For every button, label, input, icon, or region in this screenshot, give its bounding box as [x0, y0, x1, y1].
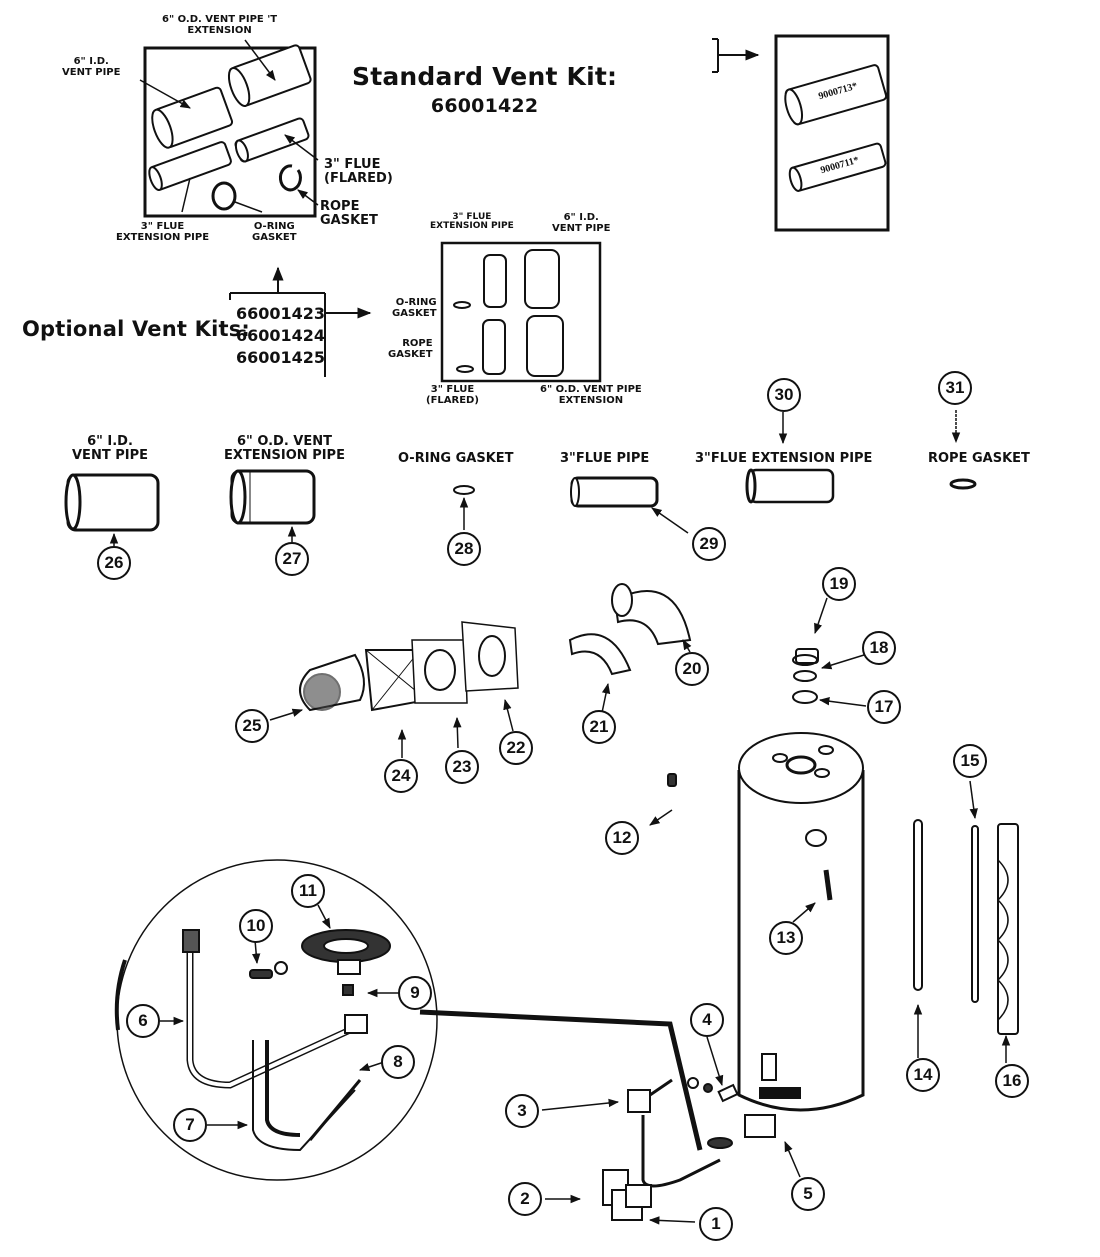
kit-b-label-flue-ext: 3" FLUE EXTENSION PIPE: [430, 212, 514, 232]
part-title-27: 6" O.D. VENT EXTENSION PIPE: [224, 434, 345, 463]
callout-6[interactable]: 6: [126, 1004, 160, 1038]
access-cover-5-icon: [744, 1114, 776, 1138]
kit-a-label-od-vent-ext: 6" O.D. VENT PIPE 'T EXTENSION: [162, 14, 278, 36]
callout-16[interactable]: 16: [995, 1064, 1029, 1098]
callout-21[interactable]: 21: [582, 710, 616, 744]
callout-25[interactable]: 25: [235, 709, 269, 743]
kit-b-label-id-vent: 6" I.D. VENT PIPE: [552, 212, 611, 234]
callout-5[interactable]: 5: [791, 1177, 825, 1211]
part-28-oring-icon: [453, 485, 475, 495]
flue-extension-pipe-icon: [148, 141, 232, 191]
callout-19[interactable]: 19: [822, 567, 856, 601]
part-30-flue-extension-pipe-icon: [745, 468, 835, 504]
drain-valve-4-icon: [687, 1077, 739, 1103]
part-title-28: O-RING GASKET: [398, 451, 514, 466]
pilot-10-icon: [249, 961, 288, 979]
standard-kit-bracket: [712, 38, 760, 73]
kit-a-label-flue-ext: 3" FLUE EXTENSION PIPE: [116, 221, 210, 243]
kit-b-label-flue-flared: 3" FLUE (FLARED): [426, 384, 479, 406]
optional-kit-numbers: 66001423 66001424 66001425: [236, 303, 325, 369]
vent-kit-box-a: [139, 39, 319, 218]
dip-tube-16-icon: [996, 823, 1019, 1035]
wall-plate-22-icon: [461, 621, 519, 692]
kit-a-label-id-vent: 6" I.D. VENT PIPE: [62, 56, 121, 78]
detail-connector: [419, 1009, 703, 1151]
part-title-26: 6" I.D. VENT PIPE: [72, 434, 148, 463]
callout-23[interactable]: 23: [445, 750, 479, 784]
callout-20[interactable]: 20: [675, 652, 709, 686]
wall-plate-23-icon: [411, 639, 468, 704]
door-bracket-1-2-icon: [602, 1169, 652, 1221]
kit-b-label-oring: O-RING GASKET: [392, 297, 437, 319]
optional-kit-number[interactable]: 66001423: [236, 304, 326, 323]
kit-a-label-flue-flared: 3" FLUE (FLARED): [324, 157, 393, 186]
callout-2[interactable]: 2: [508, 1182, 542, 1216]
standard-kit-label: Standard Vent Kit:: [352, 62, 618, 92]
fittings-17-19-icon: [792, 648, 819, 704]
callout-9[interactable]: 9: [398, 976, 432, 1010]
callout-18[interactable]: 18: [862, 631, 896, 665]
water-heater-tank-icon: [737, 732, 865, 1112]
kit-a-label-rope-gasket: ROPE GASKET: [320, 199, 378, 228]
flue-flared-icon: [234, 117, 310, 163]
callout-26[interactable]: 26: [97, 546, 131, 580]
callout-1[interactable]: 1: [699, 1207, 733, 1241]
vent-kit-box-b: [440, 241, 602, 383]
part-29-flue-pipe-icon: [570, 476, 659, 508]
callout-31[interactable]: 31: [938, 371, 972, 405]
callout-15[interactable]: 15: [953, 744, 987, 778]
part-26-vent-pipe-icon: [64, 473, 160, 532]
standard-kit-box: [774, 34, 890, 232]
manifold-tube-6-icon: [186, 945, 352, 1089]
callout-30[interactable]: 30: [767, 378, 801, 412]
callout-24[interactable]: 24: [384, 759, 418, 793]
standard-kit-number[interactable]: 66001422: [430, 94, 539, 117]
callout-11[interactable]: 11: [291, 874, 325, 908]
optional-kit-number[interactable]: 66001424: [236, 326, 326, 345]
part-title-29: 3"FLUE PIPE: [560, 451, 650, 466]
optional-kit-label: Optional Vent Kits:: [22, 317, 251, 341]
kit-b-label-rope-gasket: ROPE GASKET: [388, 338, 433, 360]
optional-kit-bracket: [229, 266, 372, 377]
callout-27[interactable]: 27: [275, 542, 309, 576]
kit-b-label-od-vent-ext: 6" O.D. VENT PIPE EXTENSION: [540, 384, 642, 406]
callout-13[interactable]: 13: [769, 921, 803, 955]
elbow-21-icon: [568, 633, 632, 676]
callout-12[interactable]: 12: [605, 821, 639, 855]
anode-rod-15-icon: [971, 825, 979, 1003]
vent-extension-pipe-icon: [227, 44, 312, 107]
callout-28[interactable]: 28: [447, 532, 481, 566]
callout-8[interactable]: 8: [381, 1045, 415, 1079]
callout-7[interactable]: 7: [173, 1108, 207, 1142]
gas-valve-3-icon: [627, 1078, 673, 1113]
vent-terminal-25-icon: [299, 653, 365, 712]
standard-kit-title: Standard Vent Kit: 66001422: [352, 38, 617, 117]
burner-11-icon: [301, 929, 391, 975]
oring-gasket-icon: [211, 181, 237, 211]
callout-10[interactable]: 10: [239, 909, 273, 943]
callout-4[interactable]: 4: [690, 1003, 724, 1037]
vent-pipe-icon: [151, 86, 234, 149]
pilot-tube-7-icon: [252, 1040, 356, 1152]
callout-17[interactable]: 17: [867, 690, 901, 724]
callout-3[interactable]: 3: [505, 1094, 539, 1128]
kit-a-label-oring: O-RING GASKET: [252, 221, 297, 243]
anode-rod-14-icon: [913, 819, 923, 991]
part-title-31: ROPE GASKET: [928, 451, 1030, 466]
part-31-rope-gasket-icon: [949, 478, 977, 490]
part-title-30: 3"FLUE EXTENSION PIPE: [695, 451, 873, 466]
thermocouple-8-icon: [308, 1079, 362, 1141]
callout-29[interactable]: 29: [692, 527, 726, 561]
optional-kit-number[interactable]: 66001425: [236, 348, 326, 367]
callout-14[interactable]: 14: [906, 1058, 940, 1092]
part-27-vent-extension-pipe-icon: [229, 469, 316, 525]
callout-22[interactable]: 22: [499, 731, 533, 765]
rope-gasket-icon: [278, 164, 302, 192]
leader-12: [649, 809, 673, 826]
